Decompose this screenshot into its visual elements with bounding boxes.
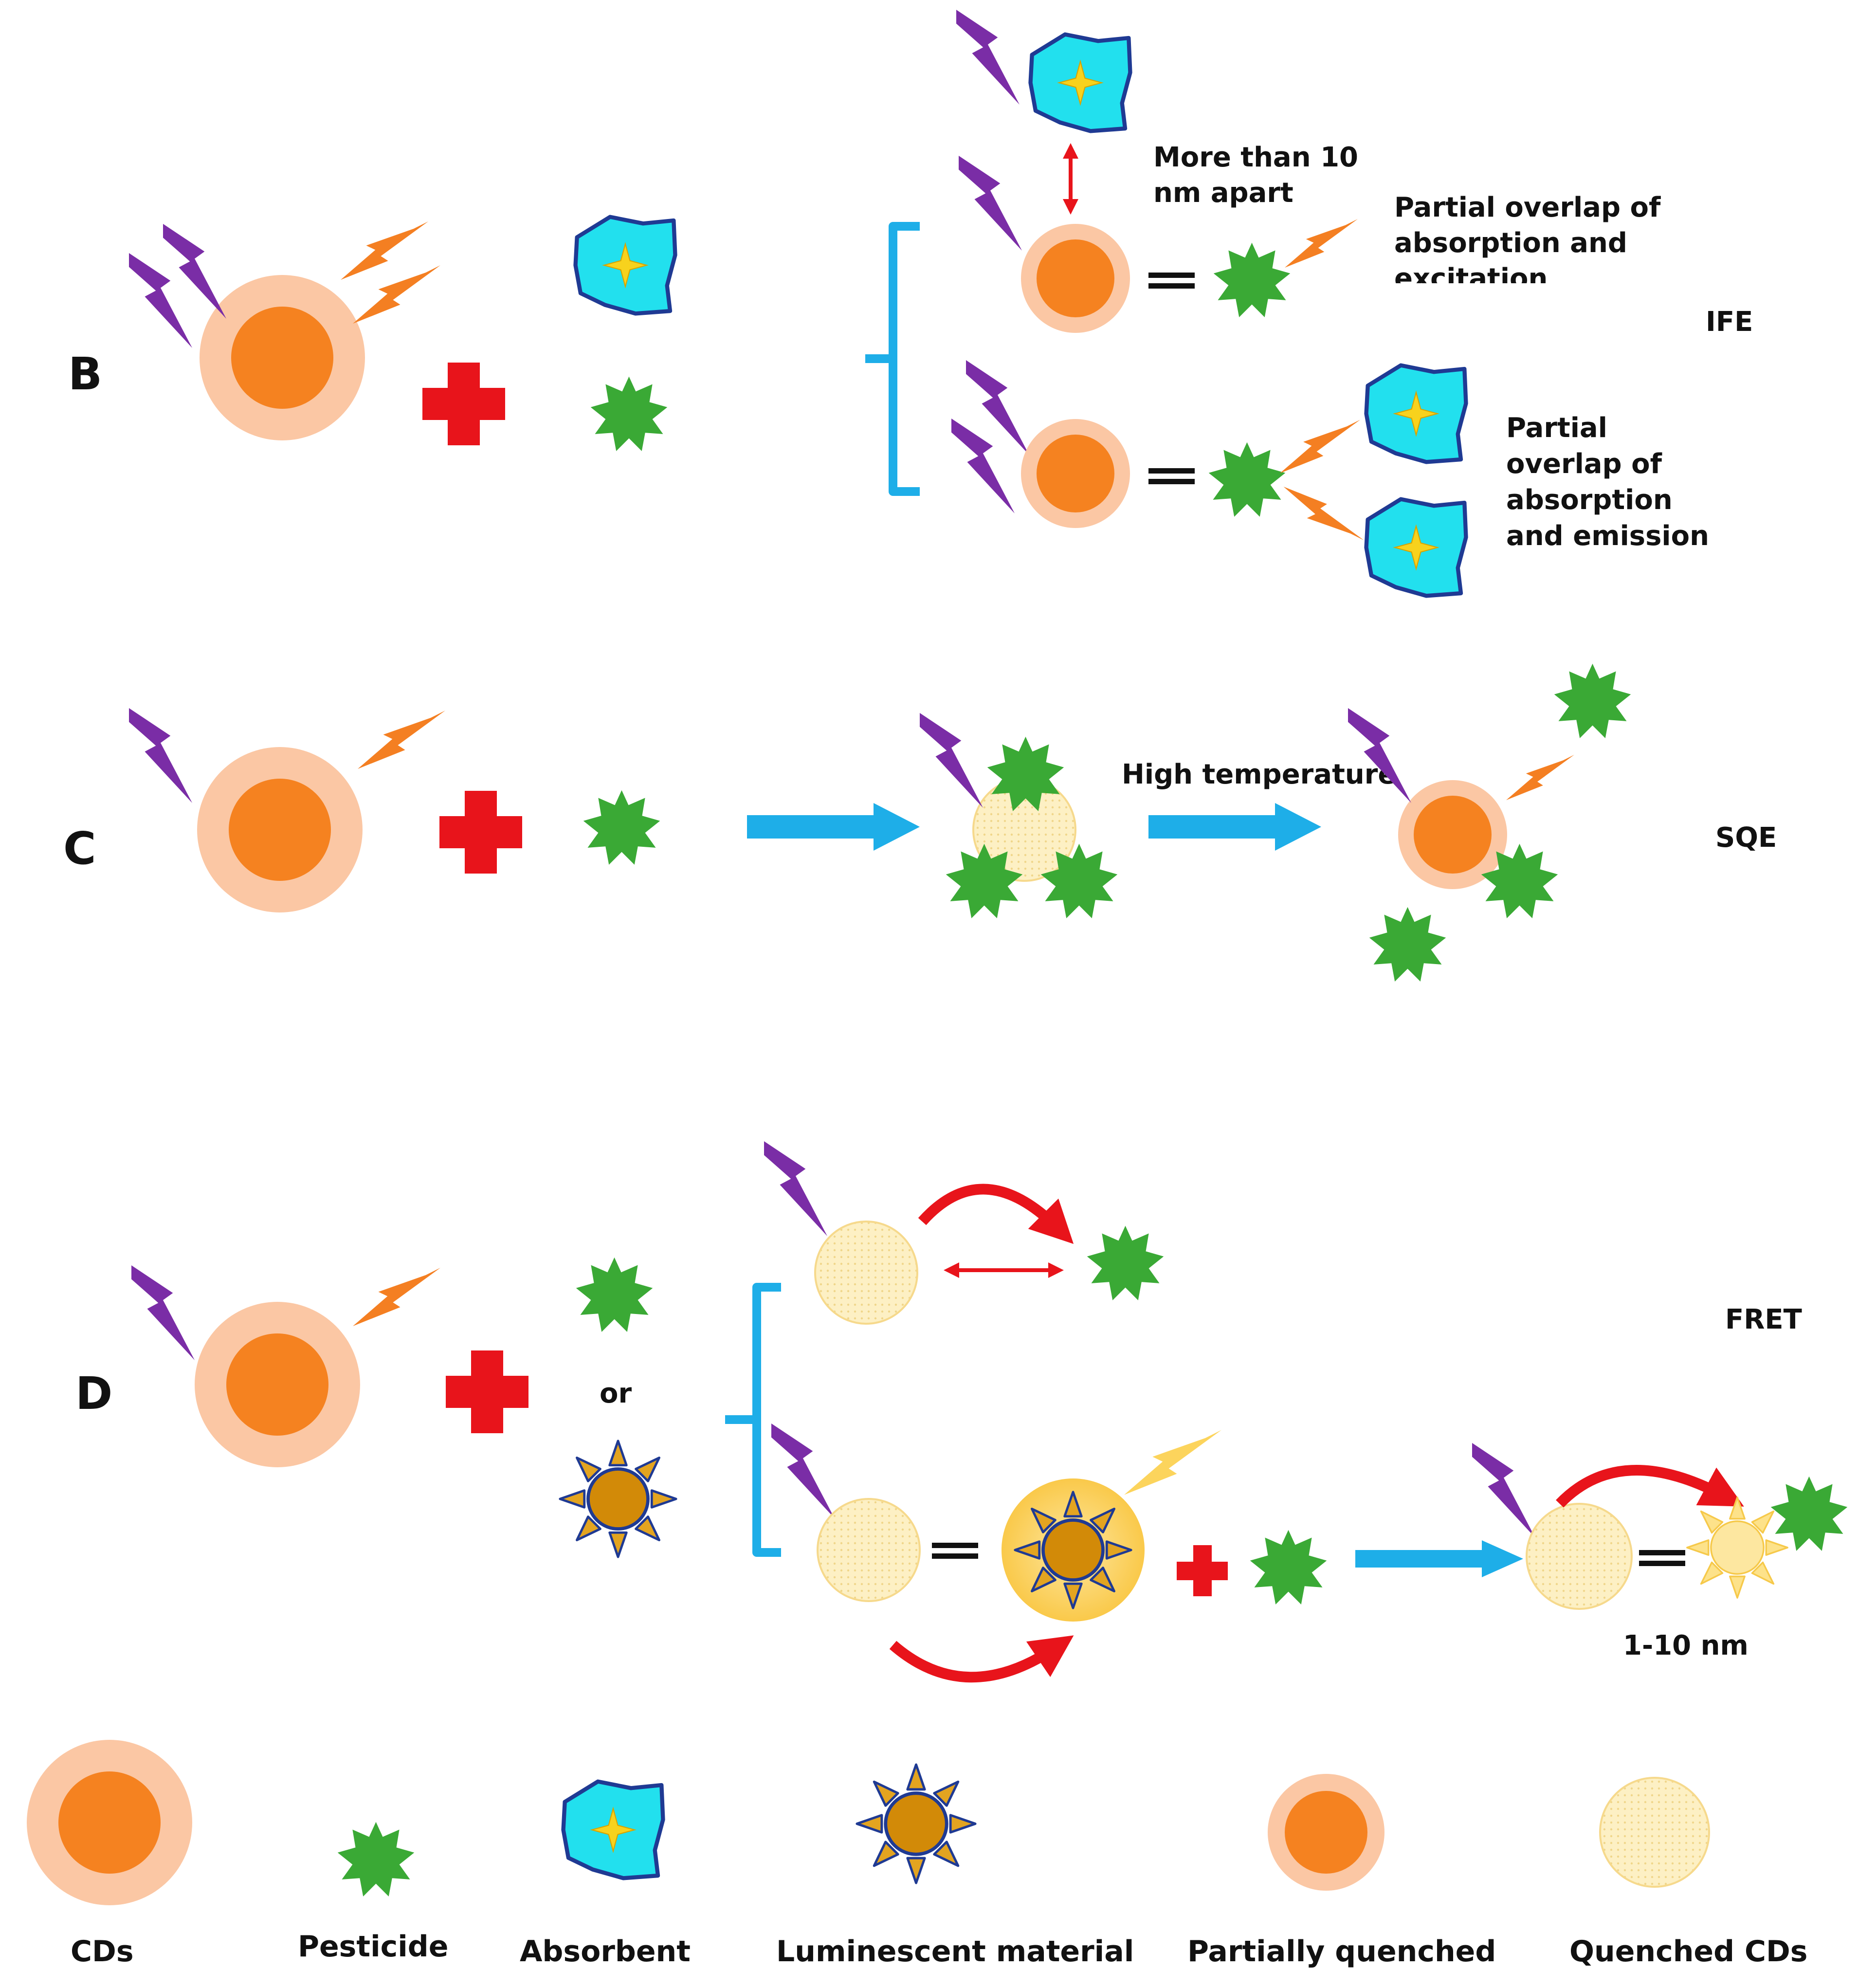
plus-icon [446, 1350, 528, 1433]
partially-quenched-cd [1398, 780, 1507, 889]
pesticide-icon [1087, 1225, 1164, 1300]
pesticide-icon [590, 376, 668, 451]
plus-icon [422, 363, 505, 445]
quenched-cd [1526, 1503, 1633, 1610]
cd-large [197, 747, 363, 912]
energy-transfer-arrow [889, 1635, 1074, 1683]
distance-label: 1-10 nm [1623, 1630, 1749, 1661]
legend-luminescent-icon [857, 1765, 975, 1883]
excitation-bolt-icon [951, 419, 1015, 513]
equals-sign [1639, 1550, 1685, 1566]
emission-bolt-icon [353, 265, 440, 324]
pesticide-icon [576, 1257, 653, 1332]
excitation-bolt-icon [163, 224, 226, 319]
equals-sign [1148, 468, 1195, 484]
emission-bolt-icon [1280, 420, 1360, 474]
cd-small [1021, 224, 1130, 333]
excitation-bolt-icon [956, 10, 1020, 105]
quenched-cd [817, 1498, 921, 1602]
process-arrow [1355, 1540, 1523, 1577]
equals-sign [1148, 273, 1195, 289]
excitation-bolt-icon [764, 1141, 827, 1236]
overlap-emission-line-1: Partial [1506, 412, 1607, 444]
emission-bolt-icon [341, 221, 428, 280]
cd-large [200, 275, 365, 440]
text-clip-mask [1389, 283, 1662, 302]
panel-c-letter: C [63, 822, 96, 875]
quenched-luminescent-icon [1686, 1496, 1788, 1599]
overlap-emission-line-3: absorption [1506, 484, 1673, 516]
pesticide-icon [1213, 242, 1291, 317]
bracket [865, 222, 920, 496]
pesticide-icon [1369, 907, 1446, 982]
absorbent-icon [1031, 35, 1130, 131]
legend-cds-icon [27, 1740, 192, 1905]
legend-absorbent-icon [564, 1782, 663, 1879]
mechanism-label: SQE [1715, 822, 1777, 854]
legend-quenched-icon [1599, 1777, 1710, 1888]
condition-label: High temperature [1122, 759, 1396, 790]
equals-sign [932, 1543, 978, 1559]
distance-note-line-1: More than 10 [1153, 142, 1358, 173]
mechanism-label: IFE [1706, 306, 1753, 338]
cd-large [195, 1302, 360, 1467]
process-arrow [1148, 803, 1321, 851]
pesticide-icon [1208, 442, 1286, 517]
or-word: or [600, 1378, 632, 1409]
distance-note-line-2: nm apart [1153, 177, 1293, 209]
plus-icon [439, 791, 522, 874]
overlap-emission-line-4: and emission [1506, 520, 1709, 552]
cd-small [1021, 419, 1130, 528]
excitation-bolt-icon [920, 713, 983, 808]
excitation-bolt-icon [959, 156, 1022, 251]
excitation-bolt-icon [129, 708, 192, 803]
legend-partially-quenched-label: Partially quenched [1187, 1934, 1496, 1969]
panel-d-letter: D [75, 1368, 112, 1420]
overlap-excitation-line-2: absorption and [1394, 227, 1627, 259]
quenched-cd [814, 1221, 918, 1325]
panel-d: D or FRET [75, 1141, 1848, 1683]
legend-pesticide-label: Pesticide [298, 1930, 448, 1964]
process-arrow [747, 803, 920, 851]
pesticide-icon [1250, 1530, 1327, 1605]
pesticide-icon [583, 790, 660, 865]
legend-absorbent-label: Absorbent [520, 1934, 691, 1969]
pesticide-icon [1554, 663, 1631, 738]
luminescent-material-icon [560, 1441, 676, 1557]
overlap-excitation-line-1: Partial overlap of [1394, 192, 1661, 223]
absorbent-icon [576, 217, 675, 314]
absorbent-icon [1366, 365, 1466, 462]
emission-bolt-icon [1124, 1430, 1221, 1495]
legend-cds-label: CDs [71, 1934, 134, 1969]
mechanism-label: FRET [1725, 1304, 1802, 1335]
bracket [725, 1283, 781, 1557]
legend-quenched-label: Quenched CDs [1569, 1934, 1808, 1969]
panel-c: C High temperature [63, 663, 1777, 982]
overlap-emission-line-2: overlap of [1506, 448, 1662, 480]
emission-bolt-icon [358, 711, 445, 769]
absorbent-icon [1366, 499, 1466, 596]
legend-luminescent-label: Luminescent material [776, 1934, 1134, 1969]
pesticide-icon [1770, 1476, 1848, 1551]
emission-bolt-icon [353, 1268, 440, 1326]
legend-partially-quenched-icon [1268, 1774, 1384, 1891]
legend: CDs Pesticide Absorbent Luminescent mate… [27, 1740, 1808, 1969]
panel-b: B More than 10 nm apart [68, 10, 1753, 596]
energy-transfer-arrow [1556, 1465, 1744, 1508]
emission-bolt-icon [1283, 487, 1364, 540]
emission-bolt-icon [1285, 219, 1358, 268]
excitation-bolt-icon [771, 1423, 835, 1518]
excitation-bolt-icon [131, 1265, 195, 1360]
energy-transfer-arrow [918, 1184, 1074, 1244]
excitation-bolt-icon [1472, 1443, 1535, 1538]
luminescent-material-icon [1015, 1492, 1131, 1608]
legend-pesticide-icon [337, 1822, 415, 1897]
panel-b-letter: B [68, 348, 102, 400]
plus-icon [1177, 1545, 1228, 1596]
emission-bolt-icon [1506, 754, 1574, 801]
